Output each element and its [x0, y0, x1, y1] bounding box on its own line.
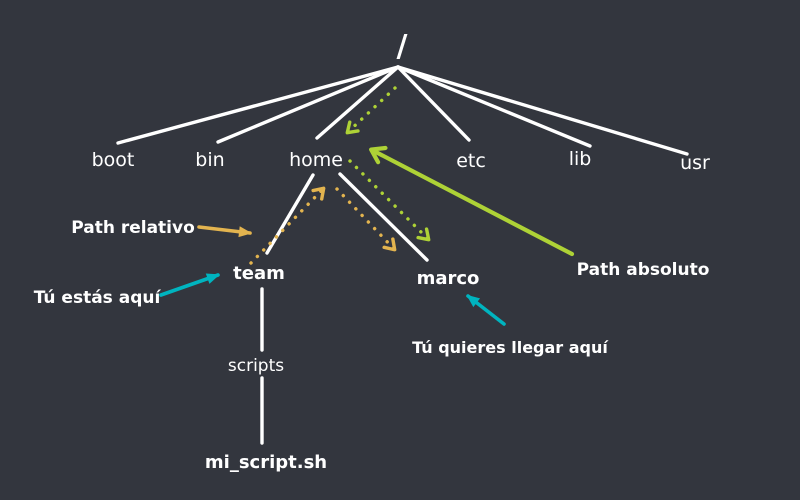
arrow-pointer-you-are-here [159, 273, 220, 297]
node-etc: etc [456, 150, 486, 172]
tree-edges [116, 65, 689, 445]
node-boot: boot [92, 149, 135, 171]
edge-home-marco [338, 172, 429, 262]
relative-path-arrows [249, 186, 397, 265]
arrow-absolute-home-to-marco [348, 159, 431, 242]
label-you-are-here: Tú estás aquí [34, 288, 162, 308]
edge-root-usr [396, 65, 689, 156]
node-lib: lib [569, 148, 592, 170]
label-path-relativo: Path relativo [71, 218, 195, 238]
arrow-pointer-path-absoluto [369, 145, 575, 257]
label-path-absoluto: Path absoluto [577, 260, 710, 280]
node-scripts: scripts [228, 356, 284, 376]
node-mi-script: mi_script.sh [205, 452, 327, 473]
absolute-path-arrows [345, 86, 431, 242]
edge-home-team [265, 173, 315, 255]
node-team: team [233, 263, 285, 284]
arrow-pointer-you-want-to-get-here [466, 294, 506, 326]
edge-root-boot [116, 65, 400, 145]
node-home: home [289, 149, 343, 171]
node-bin: bin [195, 149, 224, 171]
node-usr: usr [680, 152, 710, 174]
arrow-pointer-path-relativo [197, 225, 252, 238]
edge-root-home [315, 65, 400, 140]
edge-root-etc [396, 65, 471, 142]
edge-root-lib [396, 65, 592, 148]
node-root: / [397, 29, 408, 64]
label-you-want-to-get-here: Tú quieres llegar aquí [412, 338, 609, 357]
edge-root-bin [216, 65, 400, 144]
arrow-relative-team-to-home [249, 186, 326, 265]
arrow-absolute-root-to-home [345, 86, 397, 135]
node-marco: marco [417, 268, 480, 289]
